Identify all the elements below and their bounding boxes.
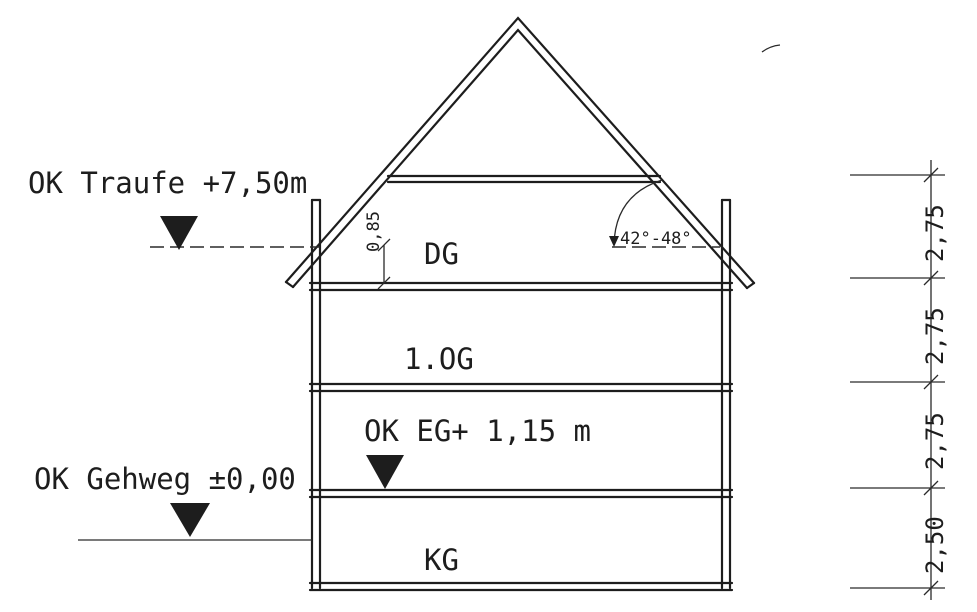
roof-pitch-arc <box>609 179 663 247</box>
sidewalk-level-marker <box>170 503 210 537</box>
eaves-level <box>150 216 720 250</box>
floor-label-attic: DG <box>424 237 459 271</box>
knee-wall-label: 0,85 <box>364 211 384 252</box>
stray-mark <box>761 44 781 53</box>
dimension-label-attic: 2,75 <box>921 204 949 262</box>
sidewalk-level <box>78 503 312 541</box>
roof <box>284 16 756 290</box>
dimension-label-ground: 2,75 <box>921 412 949 470</box>
dimension-chain <box>850 160 945 600</box>
dimension-label-basement: 2,50 <box>921 516 949 574</box>
floor-label-basement: KG <box>424 543 459 577</box>
ground-floor-level-label: OK EG+ 1,15 m <box>364 414 591 448</box>
eaves-level-marker <box>160 216 198 250</box>
dimension-label-first: 2,75 <box>921 307 949 365</box>
slabs <box>308 281 734 592</box>
eaves-level-label: OK Traufe +7,50m <box>28 166 307 200</box>
roof-pitch-label: 42°-48° <box>620 229 692 249</box>
knee-wall-dimension <box>377 238 391 290</box>
sidewalk-level-label: OK Gehweg ±0,00 <box>34 462 296 496</box>
walls <box>310 198 732 590</box>
floor-label-first: 1.OG <box>404 342 474 376</box>
ground-floor-marker <box>366 455 404 489</box>
